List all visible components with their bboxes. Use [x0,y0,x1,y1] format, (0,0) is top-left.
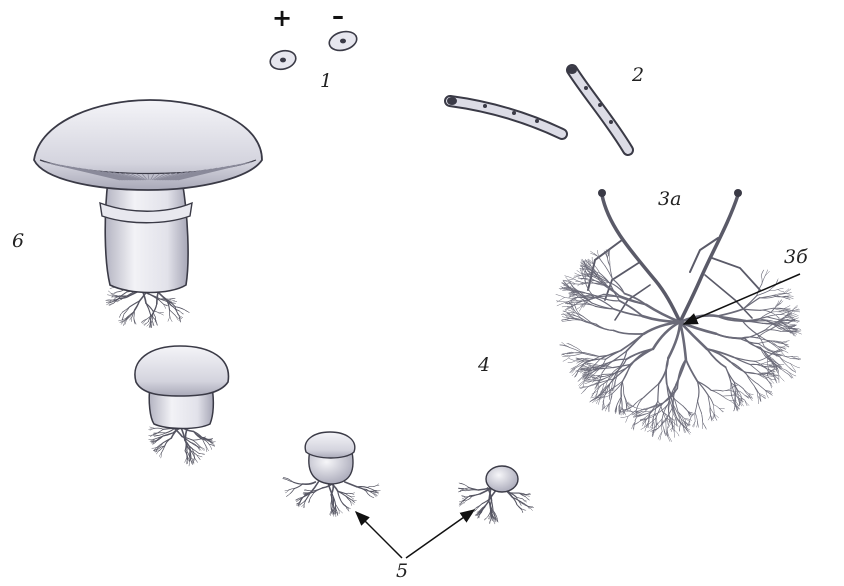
young-mushroom [135,346,229,466]
hypha-diagonal [567,66,628,150]
label-3a: 3а [658,190,681,209]
label-6: 6 [12,232,24,251]
primordium-large [283,432,381,517]
secondary-mycelium [556,249,802,441]
label-plus: + [272,6,292,30]
label-1: 1 [320,72,332,91]
spore-minus [327,29,359,54]
mycelium-roots-young [149,426,216,466]
label-2: 2 [632,66,644,85]
label-3b: 3б [784,248,808,267]
arrow-5-right [406,510,474,558]
arrow-3b [684,274,800,324]
label-4: 4 [478,356,490,375]
hypha-horizontal [447,97,562,134]
primordium-small [458,466,534,524]
label-5: 5 [396,562,408,581]
mature-mushroom [34,100,262,328]
label-minus: – [332,4,344,28]
spore-plus [268,48,298,72]
arrow-5-left [356,512,402,558]
